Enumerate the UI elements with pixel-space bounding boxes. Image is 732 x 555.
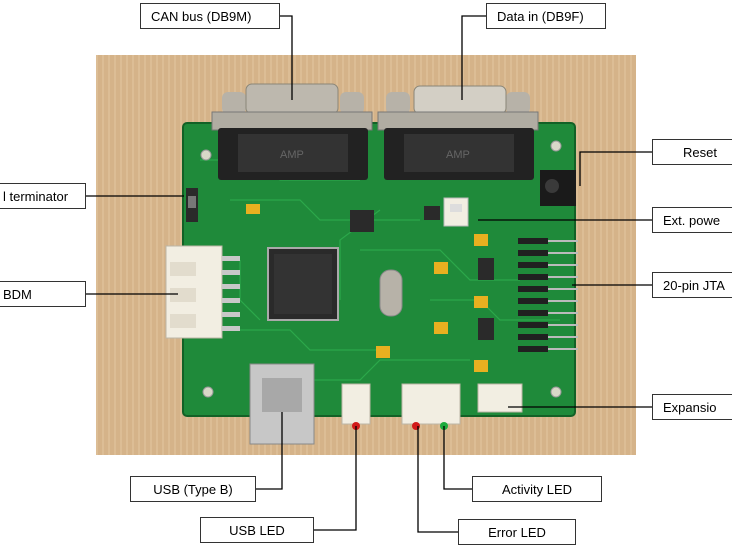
bdm-header: [165, 245, 240, 339]
callout-error-led: Error LED: [458, 519, 576, 545]
callout-can-bus: CAN bus (DB9M): [140, 3, 280, 29]
crystal: [379, 269, 403, 317]
callout-jtag: 20-pin JTA: [652, 272, 732, 298]
callout-usb-led: USB LED: [200, 517, 314, 543]
callout-terminator: l terminator: [0, 183, 86, 209]
usb-connector: [249, 363, 315, 445]
leader-lines: [86, 15, 652, 533]
callout-bdm: BDM: [0, 281, 86, 307]
capacitors: [246, 204, 488, 372]
small-chip: [478, 258, 494, 280]
callout-data-in: Data in (DB9F): [486, 3, 606, 29]
error-activity-led-header: [401, 383, 461, 430]
jtag-header: [518, 238, 548, 352]
data-connector-brand: AMP: [446, 149, 470, 161]
small-chip: [478, 318, 494, 340]
small-chip: [424, 206, 440, 220]
callout-reset: Reset: [652, 139, 732, 165]
usb-led-header: [341, 383, 371, 430]
small-chip: [350, 210, 374, 232]
data-in-connector: AMP: [377, 85, 539, 180]
can-connector-brand: AMP: [280, 149, 304, 161]
callout-expansion: Expansio: [652, 394, 732, 420]
callout-usb-type-b: USB (Type B): [130, 476, 256, 502]
callout-activity-led: Activity LED: [472, 476, 602, 502]
expansion-connector: [477, 383, 523, 413]
callout-ext-power: Ext. powe: [652, 207, 732, 233]
